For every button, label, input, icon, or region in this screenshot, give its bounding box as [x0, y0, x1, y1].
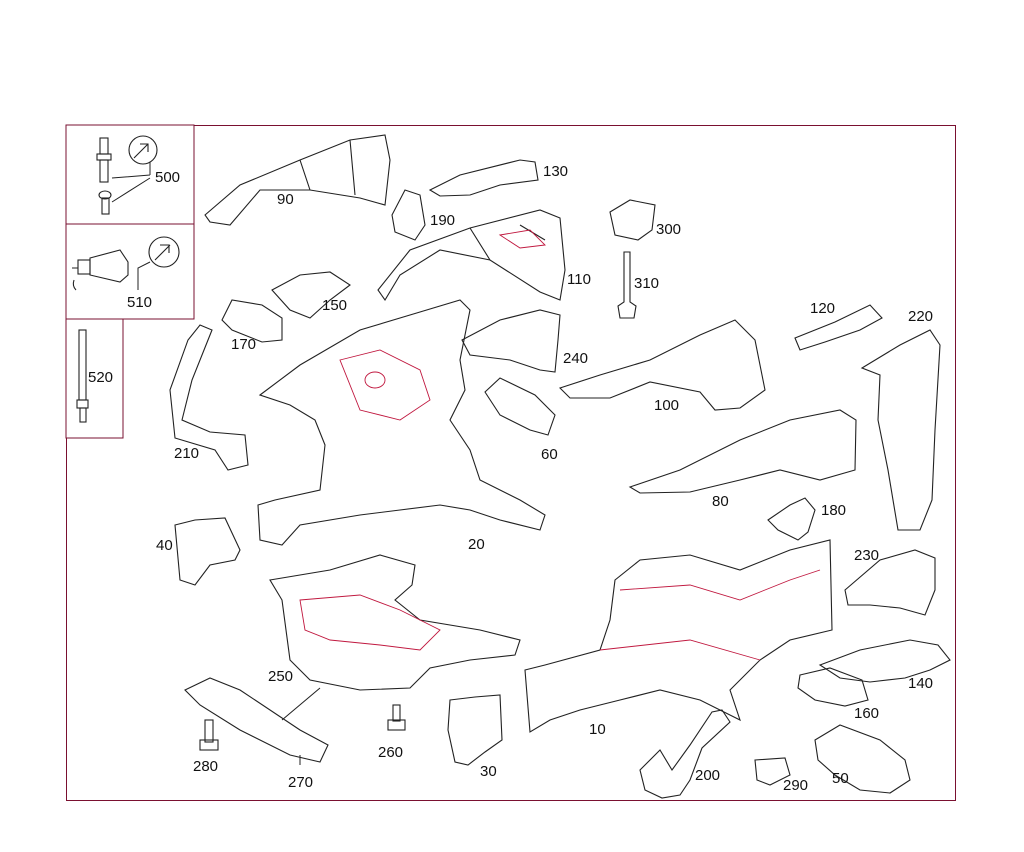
part-90-shape	[204, 134, 391, 226]
part-label-230[interactable]: 230	[854, 547, 880, 564]
part-240-shape	[461, 309, 561, 373]
part-label-210[interactable]: 210	[174, 445, 200, 462]
part-20-detail	[339, 349, 431, 421]
part-label-300[interactable]: 300	[656, 221, 682, 238]
part-110-detail	[498, 229, 546, 249]
part-label-170[interactable]: 170	[231, 336, 257, 353]
part-210-shape	[169, 324, 249, 471]
part-200-shape	[639, 709, 731, 799]
part-310-shape	[617, 251, 637, 319]
part-20-shape	[257, 299, 546, 546]
part-130-shape	[428, 159, 539, 197]
part-label-120[interactable]: 120	[810, 300, 836, 317]
part-160-shape	[797, 667, 869, 707]
part-120-shape	[794, 304, 883, 351]
part-label-40[interactable]: 40	[156, 537, 173, 554]
part-30-shape	[447, 694, 503, 766]
wrench-icon	[137, 236, 180, 290]
part-10-detail	[599, 569, 821, 661]
part-label-280[interactable]: 280	[193, 758, 219, 775]
wrench-icon	[111, 135, 158, 203]
part-label-20[interactable]: 20	[468, 536, 485, 553]
part-label-160[interactable]: 160	[854, 705, 880, 722]
part-label-180[interactable]: 180	[821, 502, 847, 519]
part-170-shape	[221, 299, 283, 343]
bolt-520	[76, 329, 89, 423]
part-label-90[interactable]: 90	[277, 191, 294, 208]
part-250-shape	[269, 554, 521, 691]
part-label-290[interactable]: 290	[783, 777, 809, 794]
part-label-50[interactable]: 50	[832, 770, 849, 787]
part-110-shape	[377, 209, 566, 302]
part-80-shape	[628, 409, 857, 494]
part-230-shape	[844, 549, 936, 616]
part-label-100[interactable]: 100	[654, 397, 680, 414]
part-label-190[interactable]: 190	[430, 212, 456, 229]
part-220-shape	[860, 329, 941, 531]
leader-250	[281, 687, 321, 721]
part-60-shape	[484, 377, 556, 436]
part-10-shape	[524, 539, 833, 733]
part-label-30[interactable]: 30	[480, 763, 497, 780]
part-290-shape	[754, 757, 791, 786]
part-140-shape	[818, 639, 951, 683]
part-label-150[interactable]: 150	[322, 297, 348, 314]
part-40-shape	[174, 517, 241, 586]
part-190-shape	[391, 189, 426, 241]
part-270-shape	[184, 677, 329, 763]
legend-box-520	[65, 318, 124, 439]
diagram-frame	[66, 125, 956, 801]
part-150-shape	[271, 271, 351, 319]
part-label-140[interactable]: 140	[908, 675, 934, 692]
part-label-220[interactable]: 220	[908, 308, 934, 325]
part-label-240[interactable]: 240	[563, 350, 589, 367]
part-label-260[interactable]: 260	[378, 744, 404, 761]
legend-box-500	[65, 124, 195, 225]
bolt-260	[387, 704, 406, 731]
part-label-80[interactable]: 80	[712, 493, 729, 510]
part-label-10[interactable]: 10	[589, 721, 606, 738]
part-250-detail	[299, 594, 441, 651]
part-label-200[interactable]: 200	[695, 767, 721, 784]
part-label-270[interactable]: 270	[288, 774, 314, 791]
bolt-280	[199, 719, 219, 751]
part-label-130[interactable]: 130	[543, 163, 569, 180]
legend-label-510: 510	[127, 294, 153, 311]
part-label-310[interactable]: 310	[634, 275, 660, 292]
bolt-500	[96, 137, 112, 215]
part-label-60[interactable]: 60	[541, 446, 558, 463]
part-50-shape	[814, 724, 911, 794]
legend-label-520: 520	[88, 369, 114, 386]
part-label-110[interactable]: 110	[567, 271, 591, 288]
part-label-250[interactable]: 250	[268, 668, 294, 685]
part-100-shape	[558, 319, 766, 411]
part-300-shape	[609, 199, 656, 241]
legend-label-500: 500	[155, 169, 181, 186]
part-180-shape	[767, 497, 816, 541]
tube-510	[72, 249, 129, 291]
